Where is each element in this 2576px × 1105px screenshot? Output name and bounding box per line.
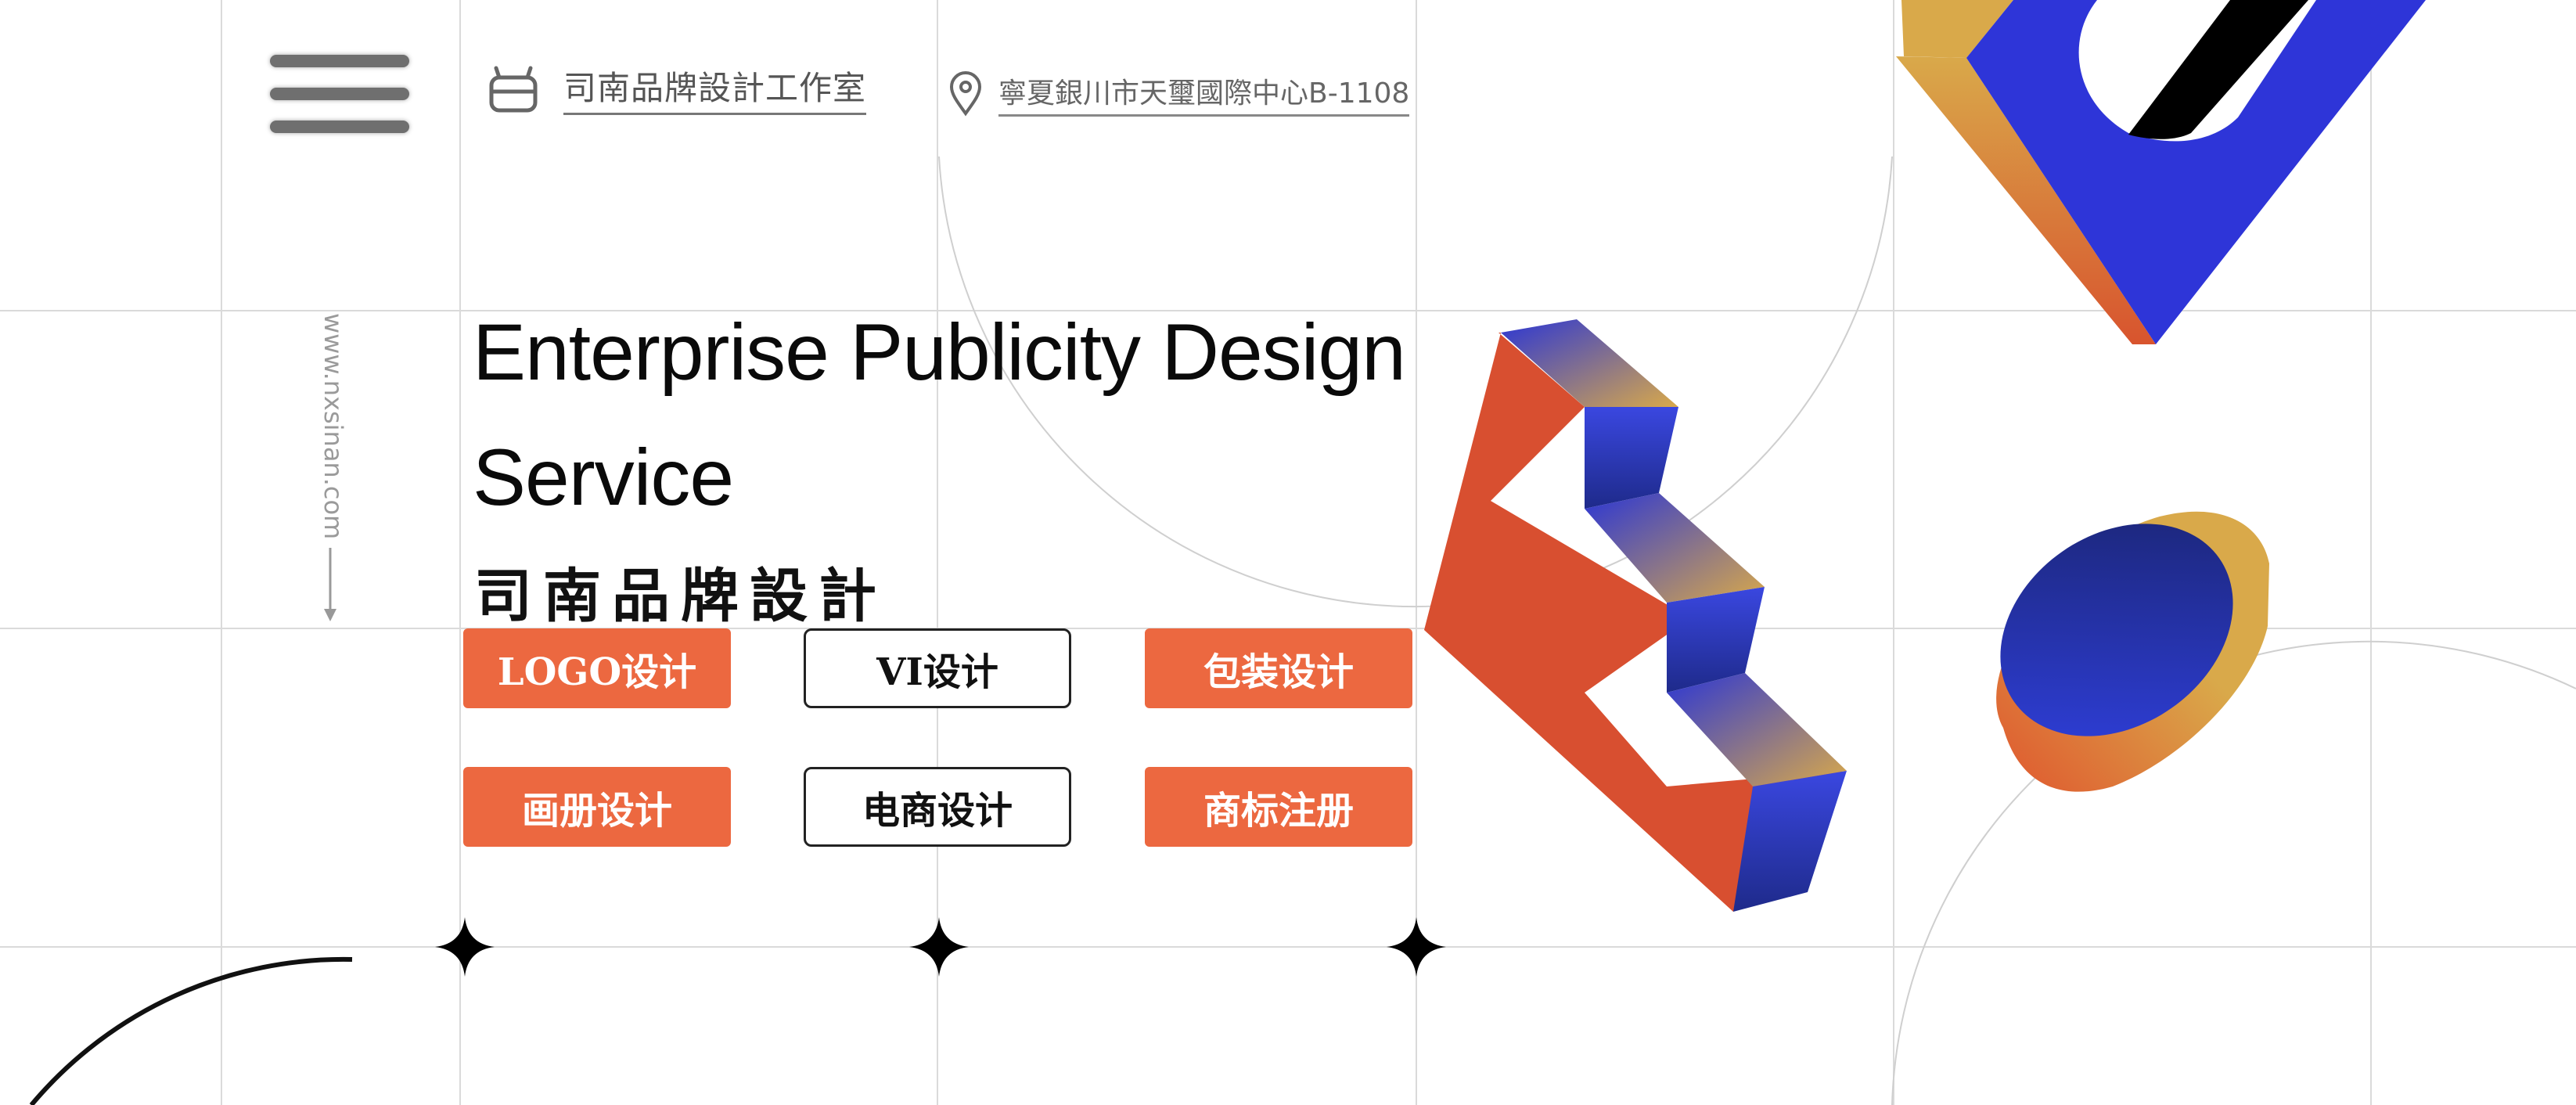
arrow-down-icon xyxy=(324,548,336,621)
map-pin-icon xyxy=(949,71,982,117)
page-title: Enterprise Publicity Design Service xyxy=(473,290,1427,540)
address-text: 寧夏銀川市天璽國際中心B-1108 xyxy=(998,70,1410,117)
four-point-star-icon xyxy=(909,917,969,977)
four-point-star-icon xyxy=(435,917,495,977)
website-link[interactable]: www.nxsinan.com xyxy=(318,313,348,540)
service-button-ecommerce[interactable]: 电商设计 xyxy=(804,767,1071,847)
service-button-vi[interactable]: VI设计 xyxy=(804,628,1071,708)
shopping-bag-icon xyxy=(489,66,538,113)
service-button-logo[interactable]: LOGO设计 xyxy=(463,628,731,708)
service-button-brochure[interactable]: 画册设计 xyxy=(463,767,731,847)
address-link[interactable]: 寧夏銀川市天璽國際中心B-1108 xyxy=(947,66,1410,121)
hamburger-menu-button[interactable] xyxy=(270,52,409,138)
service-button-packaging[interactable]: 包装设计 xyxy=(1145,628,1412,708)
studio-name-link[interactable]: 司南品牌設計工作室 xyxy=(485,61,867,116)
studio-name: 司南品牌設計工作室 xyxy=(563,62,867,115)
four-point-star-icon xyxy=(1387,917,1446,977)
headline-line-2: Service xyxy=(473,433,734,522)
isometric-staircase-shape xyxy=(1424,319,1847,912)
headline-line-1: Enterprise Publicity Design xyxy=(473,308,1406,397)
page-subtitle: 司南品牌設計 xyxy=(474,563,887,630)
isometric-cylinder-shape xyxy=(1996,511,2269,792)
isometric-v-shape xyxy=(1896,0,2426,344)
service-button-trademark[interactable]: 商标注册 xyxy=(1145,767,1412,847)
